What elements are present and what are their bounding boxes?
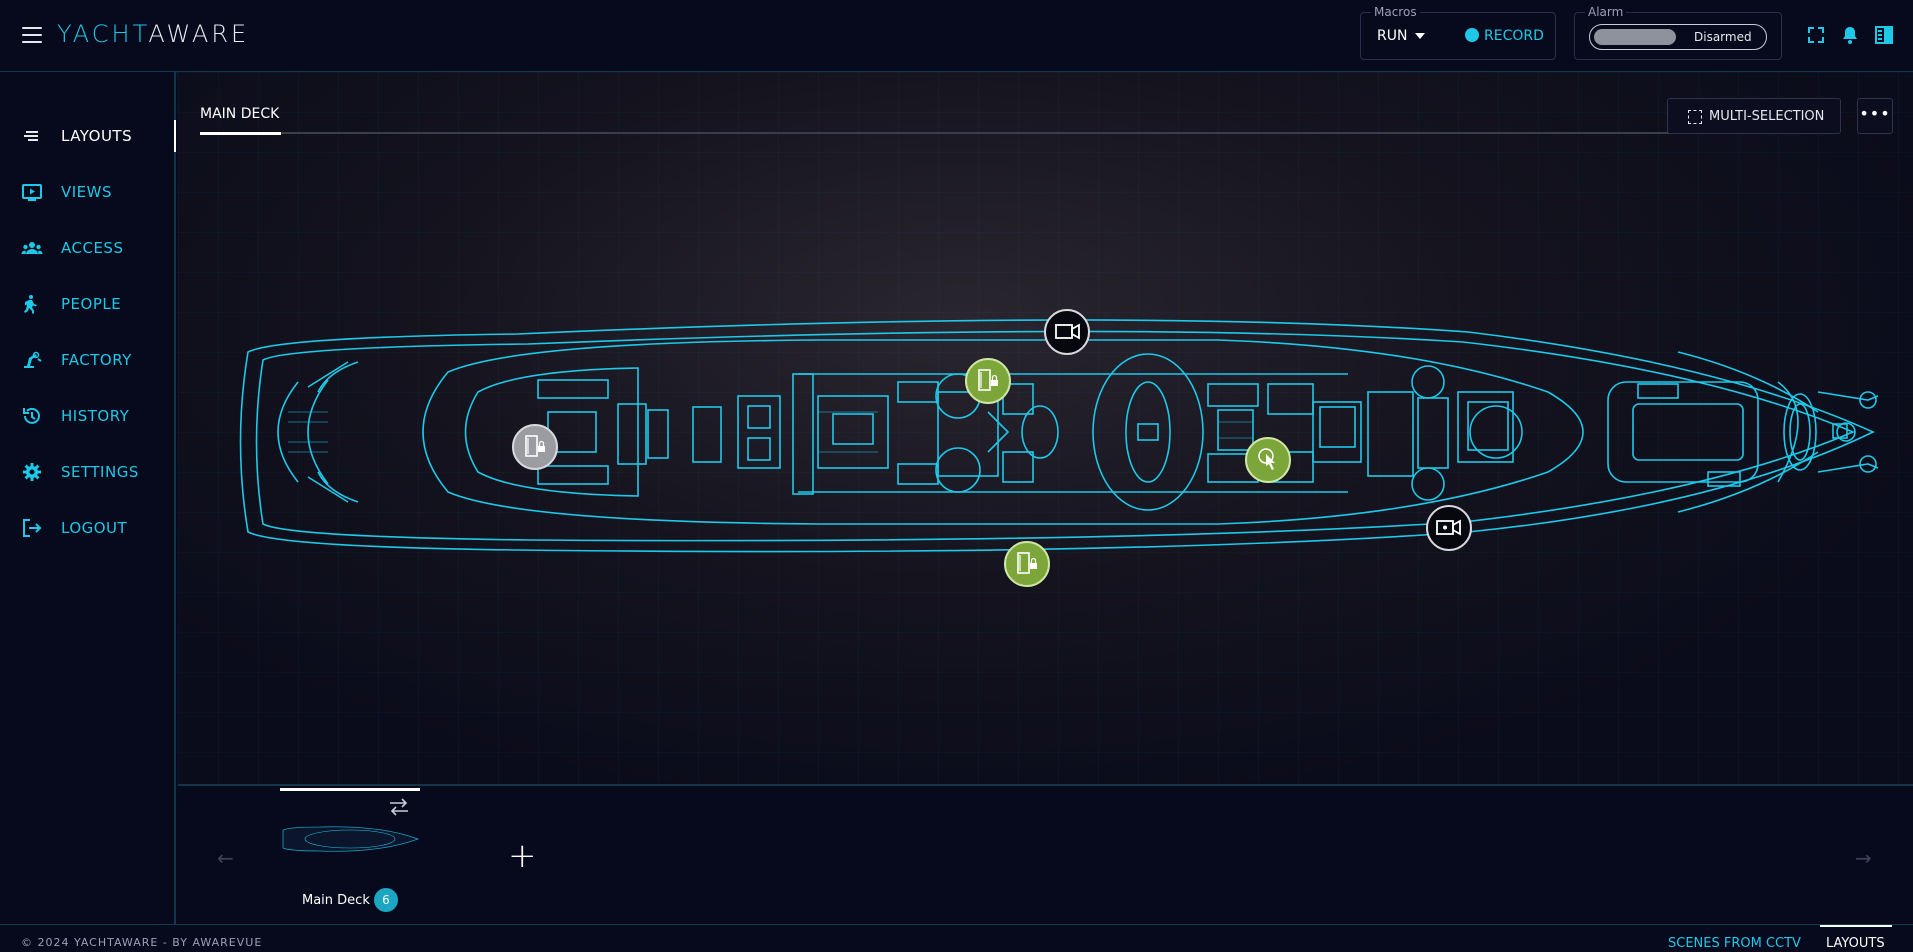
sidebar: LAYOUTS VIEWS ACCESS PEOPLE FACTORY HIST… [0,72,176,924]
layout-strip: ← Main Deck 6 + → [178,784,1913,924]
door-lock-icon [1017,552,1037,574]
door-lock-marker[interactable] [512,424,558,470]
tab-divider [200,132,1673,134]
logo-yacht: YACHT [57,20,149,48]
sidebar-item-label: SETTINGS [61,463,139,481]
macros-group: Macros RUN RECORD [1360,5,1556,60]
logout-icon [23,519,42,537]
sidebar-item-factory[interactable]: FACTORY [0,340,176,380]
sidebar-item-label: ACCESS [61,239,124,257]
tab-scenes-from-cctv[interactable]: SCENES FROM CCTV [1668,936,1801,951]
run-macro-dropdown[interactable]: RUN [1377,28,1426,44]
door-lock-marker-upper[interactable] [965,358,1011,404]
alarm-state-label: Disarmed [1694,30,1752,44]
layout-canvas[interactable]: MAIN DECK MULTI-SELECTION ••• [178,72,1913,784]
access-icon [21,242,43,254]
history-icon [23,407,40,424]
active-layout-indicator [280,788,420,791]
app-logo: YACHTAWARE [57,20,249,48]
arrow-left-icon[interactable]: ← [217,846,234,870]
top-bar: YACHTAWARE Macros RUN RECORD Alarm Disar… [0,0,1913,72]
sidebar-item-settings[interactable]: SETTINGS [0,452,176,492]
layouts-icon [24,131,38,141]
door-lock-icon [978,369,998,391]
device-count-badge: 6 [374,888,398,912]
sidebar-item-people[interactable]: PEOPLE [0,284,176,324]
logo-aware: AWARE [148,20,250,48]
run-label: RUN [1377,28,1408,44]
layout-name: Main Deck [302,893,370,908]
record-button[interactable]: RECORD [1465,28,1544,44]
sidebar-item-label: PEOPLE [61,295,122,313]
caret-down-icon [1415,33,1426,39]
sidebar-item-label: VIEWS [61,183,113,201]
camera-marker-bow[interactable] [1426,505,1472,551]
alarm-legend: Alarm [1585,5,1627,19]
touch-sensor-marker[interactable] [1245,437,1291,483]
sidebar-item-layouts[interactable]: LAYOUTS [0,116,176,156]
alarm-toggle-knob [1594,29,1676,45]
copyright-text: © 2024 YACHTAWARE - BY AWAREVUE [21,936,263,949]
alarm-toggle[interactable]: Disarmed [1589,24,1767,50]
canvas-grid [178,72,1913,784]
record-dot-icon [1465,28,1479,42]
record-label: RECORD [1484,28,1544,44]
sidebar-item-label: FACTORY [61,351,132,369]
multi-selection-label: MULTI-SELECTION [1709,109,1825,124]
layout-thumbnail-main-deck[interactable] [280,824,420,854]
tab-main-deck[interactable]: MAIN DECK [200,106,280,122]
yacht-deck-plan [239,319,1878,553]
door-lock-icon [525,435,545,457]
sidebar-item-views[interactable]: VIEWS [0,172,176,212]
alarm-group: Alarm Disarmed [1574,5,1782,60]
video-camera-icon [1436,519,1461,536]
factory-icon [24,351,42,368]
more-options-button[interactable]: ••• [1857,98,1893,134]
multi-selection-button[interactable]: MULTI-SELECTION [1667,98,1841,134]
fullscreen-icon[interactable] [1805,24,1827,46]
sidebar-item-label: LOGOUT [61,519,128,537]
sidebar-item-logout[interactable]: LOGOUT [0,508,176,548]
touch-icon [1258,448,1275,470]
sidebar-item-history[interactable]: HISTORY [0,396,176,436]
hamburger-menu-icon[interactable] [22,27,42,43]
selection-icon [1688,110,1702,124]
arrow-right-icon[interactable]: → [1855,846,1872,870]
active-tab-indicator [200,132,281,135]
panel-toggle-icon[interactable] [1873,24,1895,46]
tab-layouts[interactable]: LAYOUTS [1820,925,1892,951]
settings-icon [23,463,41,481]
people-icon [24,295,37,314]
swap-icon[interactable] [388,798,410,816]
macros-legend: Macros [1371,5,1420,19]
footer: © 2024 YACHTAWARE - BY AWAREVUE SCENES F… [0,924,1913,952]
sidebar-item-label: HISTORY [61,407,130,425]
camera-marker-top[interactable] [1044,309,1090,355]
door-lock-marker-lower[interactable] [1004,541,1050,587]
sidebar-item-label: LAYOUTS [61,127,133,145]
bell-icon[interactable] [1839,24,1861,46]
video-camera-icon [1055,323,1080,340]
add-layout-button[interactable]: + [508,836,537,876]
sidebar-item-access[interactable]: ACCESS [0,228,176,268]
views-icon [22,184,42,201]
